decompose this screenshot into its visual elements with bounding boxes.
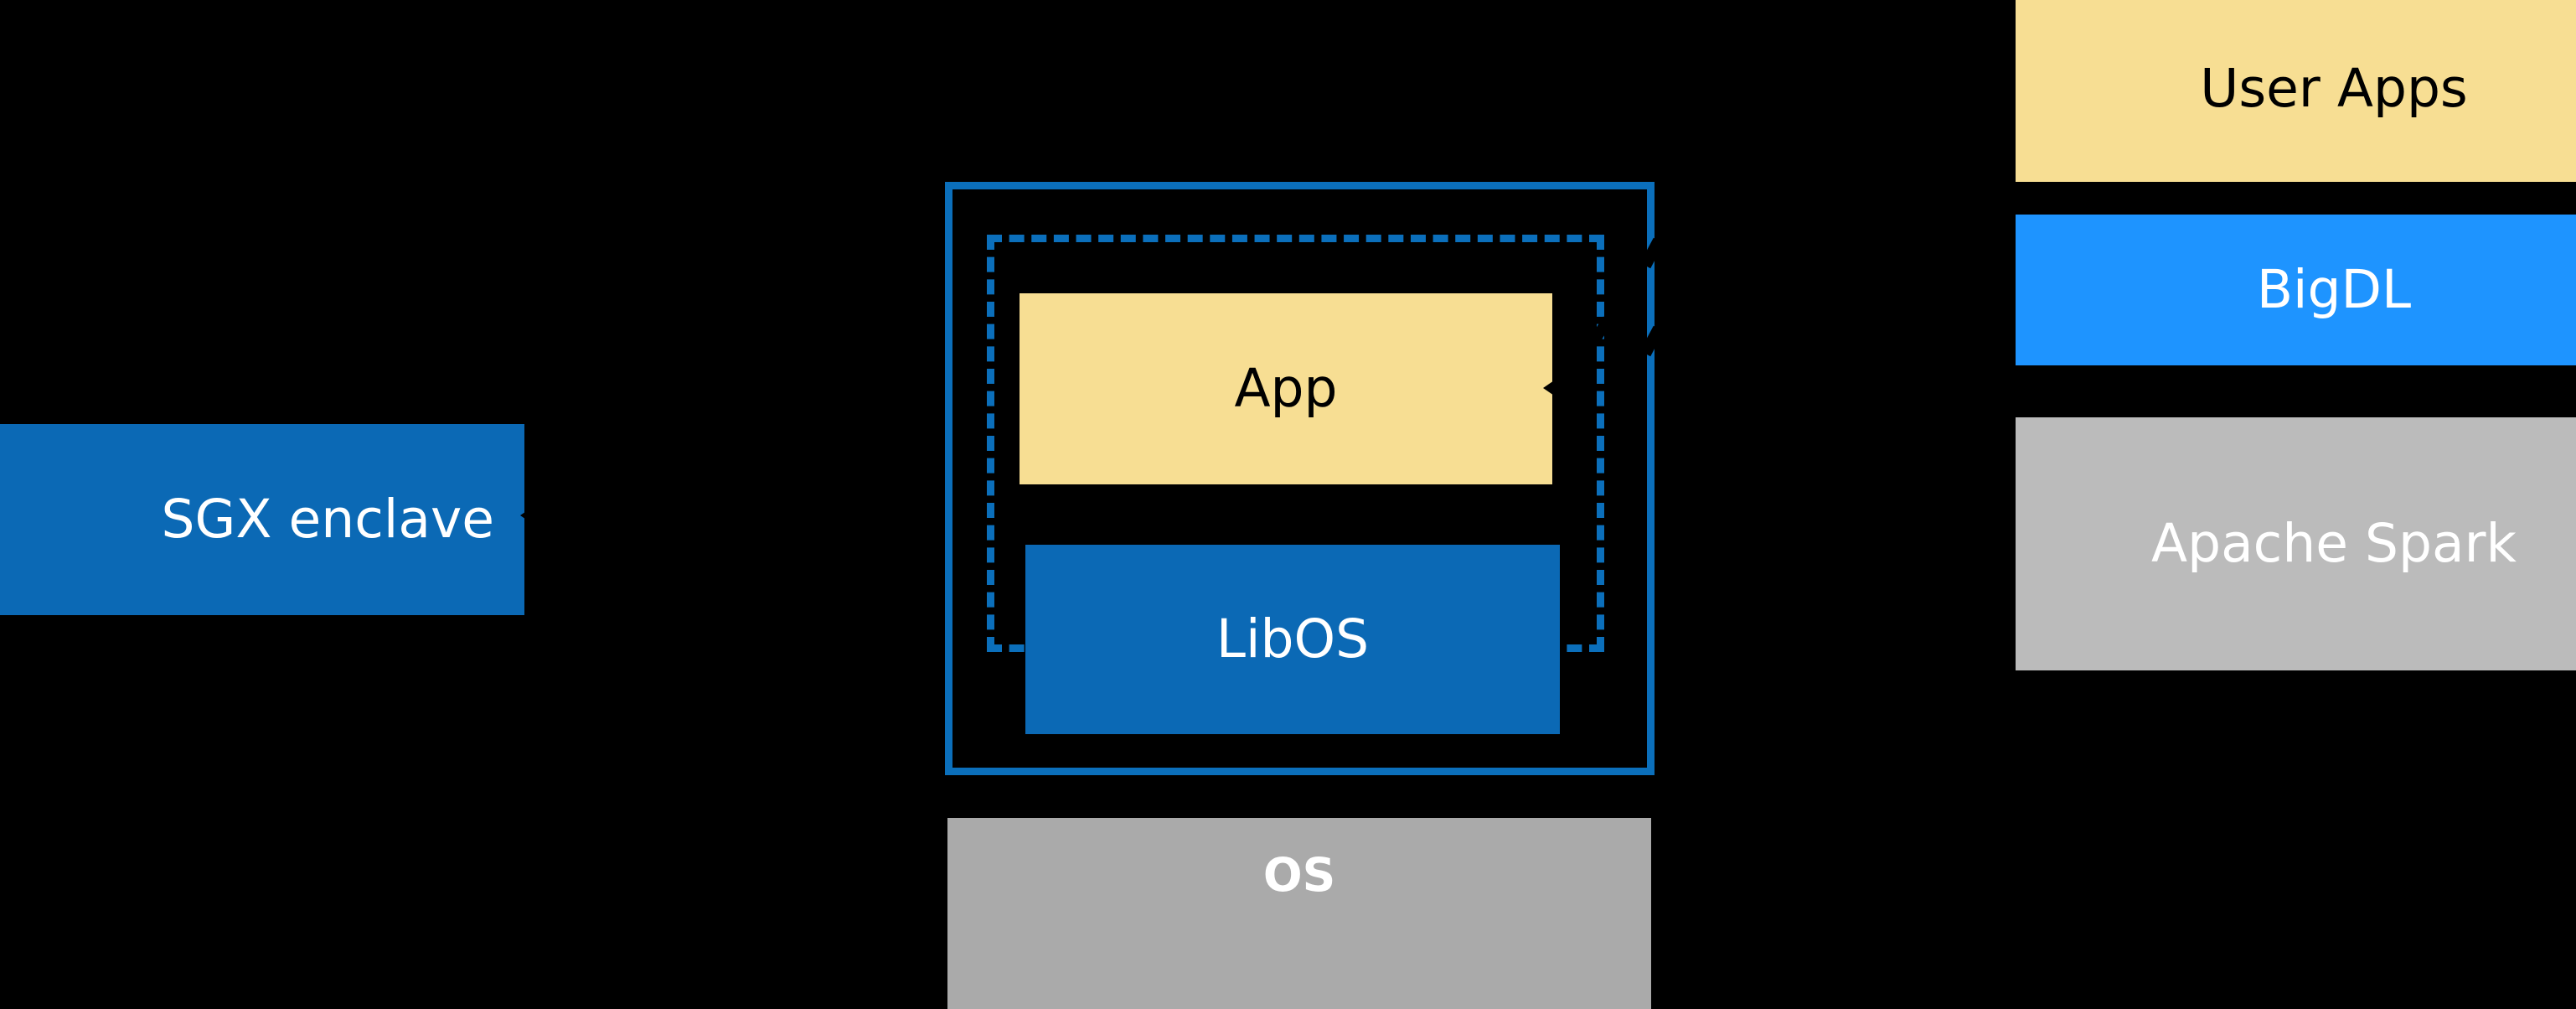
block-sgx-enclave: SGX enclave bbox=[0, 424, 524, 615]
block-os-label: OS bbox=[1262, 848, 1336, 902]
app-arrowhead-icon bbox=[1543, 379, 1556, 397]
block-libos: LibOS bbox=[1025, 545, 1560, 734]
block-app: App bbox=[1020, 293, 1552, 484]
block-user-apps-label: User Apps bbox=[2200, 58, 2468, 120]
block-os: OS bbox=[947, 818, 1651, 1009]
block-apache-spark-label: Apache Spark bbox=[2150, 512, 2517, 574]
enclave-outer-frame bbox=[945, 182, 1655, 775]
block-bigdl-label: BigDL bbox=[2256, 258, 2412, 320]
block-bigdl: BigDL bbox=[2016, 215, 2576, 365]
sgx-enclave-arrowhead-icon bbox=[520, 506, 534, 525]
block-sgx-enclave-label: SGX enclave bbox=[161, 488, 494, 550]
block-user-apps: User Apps bbox=[2016, 0, 2576, 182]
block-libos-label: LibOS bbox=[1216, 608, 1370, 670]
block-apache-spark: Apache Spark bbox=[2016, 417, 2576, 670]
block-app-label: App bbox=[1234, 357, 1338, 419]
